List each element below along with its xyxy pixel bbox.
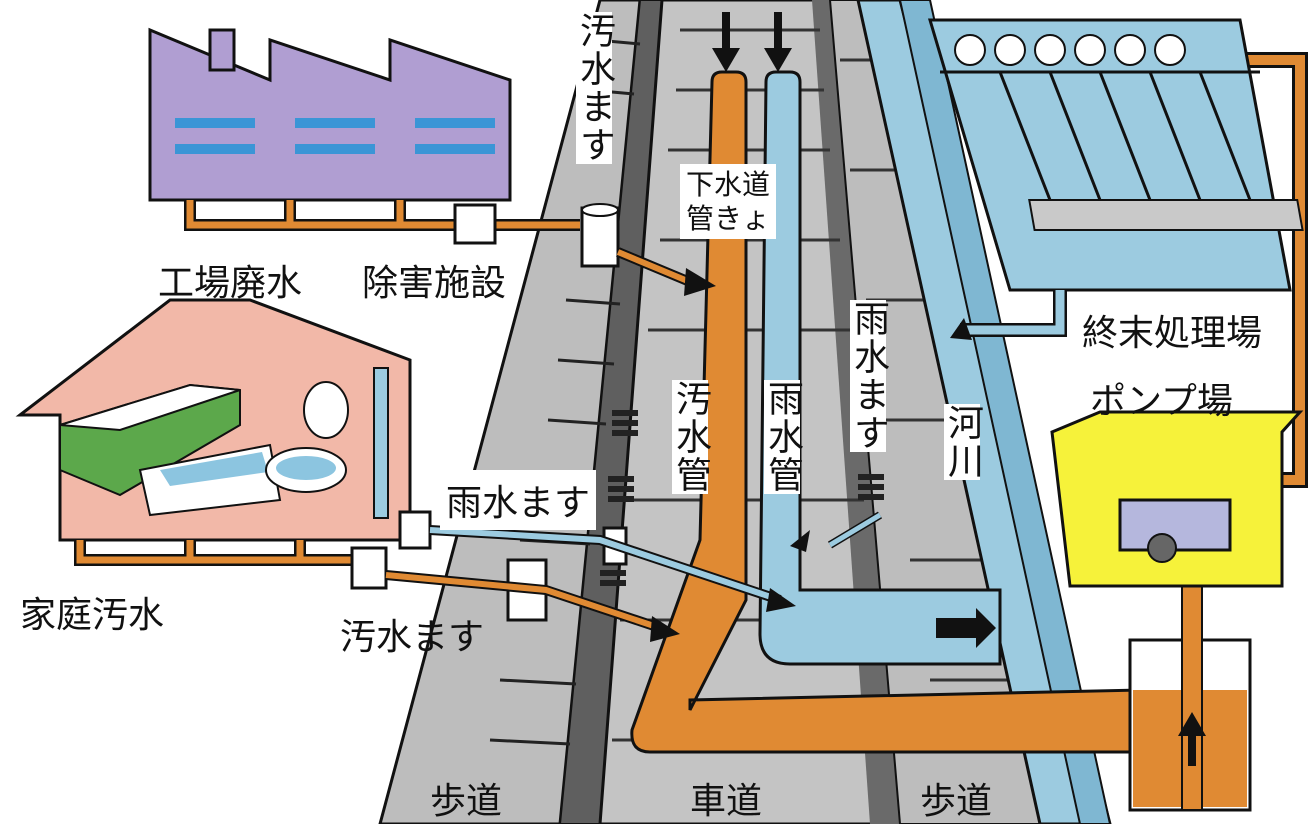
sidewalk-right-label: 歩道 [920, 781, 993, 822]
sewer-pipe-label-line2: 管きょ [686, 201, 771, 235]
treatment-plant-icon [927, 18, 1304, 340]
rain-inlet-left-label: 雨水ます [440, 470, 597, 530]
treatment-facility-box [453, 203, 497, 245]
sewage-inlet-top-label: 汚水ます [574, 12, 615, 164]
arrow-icon [936, 608, 996, 648]
down-arrow-icons [712, 12, 792, 72]
rain-pipe-label: 雨水管 [762, 380, 803, 494]
arrow-icon [766, 588, 796, 612]
arrow-icon [1178, 712, 1206, 766]
pump-station-label: ポンプ場 [1090, 381, 1233, 422]
arrow-icon [790, 530, 810, 552]
house-icon [15, 298, 412, 566]
roadway-label: 車道 [690, 781, 763, 822]
sewage-pipe-system [630, 52, 1308, 812]
sewage-inlet-bottom-label: 汚水ます [340, 617, 485, 658]
rising-pipe [1181, 559, 1203, 811]
sewer-pipe-label: 下水道 管きょ [680, 164, 777, 240]
sidewalk-left-label: 歩道 [430, 781, 503, 822]
arrow-icon [684, 268, 716, 296]
treatment-facility-label: 除害施設 [362, 263, 507, 304]
factory-icon [148, 27, 580, 245]
manhole-icon [580, 203, 620, 268]
sewage-pipe-label: 汚水管 [670, 380, 711, 494]
rain-inlet-right-label: 雨水ます [848, 300, 889, 452]
household-label: 家庭汚水 [20, 595, 165, 636]
factory-label: 工場廃水 [158, 263, 303, 304]
pump-station-icon [1050, 410, 1304, 588]
arrow-icon [950, 318, 972, 340]
sewer-pipe-label-line1: 下水道 [686, 168, 771, 201]
river-label: 河川 [942, 404, 983, 480]
treatment-plant-label: 終末処理場 [1076, 300, 1269, 360]
arrow-icon [650, 616, 680, 642]
sewage-main-pipe [630, 70, 1142, 754]
